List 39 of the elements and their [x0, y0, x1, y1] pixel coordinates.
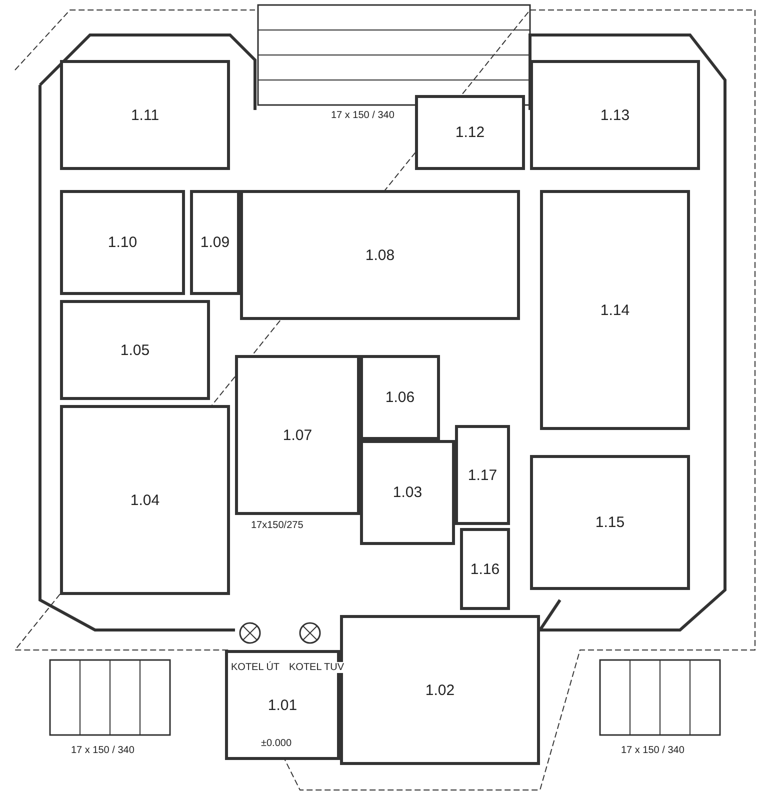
room-number: 1.10 [108, 234, 138, 251]
room-outline [415, 95, 525, 170]
room-outline [60, 405, 230, 595]
room-outline [530, 455, 690, 590]
room-number: 1.15 [595, 514, 625, 531]
plan-note: 17 x 150 / 340 [330, 110, 396, 121]
room-number: 1.14 [600, 302, 630, 318]
room-outline [60, 190, 185, 295]
room-number: 1.01 [268, 696, 298, 714]
room-number: 1.07 [282, 426, 312, 444]
room-outline [455, 425, 510, 525]
room-outline [360, 355, 440, 440]
plan-note: KOTEL TUV [288, 662, 346, 673]
plan-note: 17 x 150 / 340 [70, 745, 136, 756]
room-number: 1.13 [600, 106, 630, 124]
room-outline [540, 190, 690, 430]
plan-note: ±0.000 [260, 738, 293, 749]
room-outline [190, 190, 240, 295]
plan-note: KOTEL ÚT [230, 662, 281, 673]
room-number: 1.12 [455, 124, 485, 141]
room-outline [235, 355, 360, 515]
room-outline [360, 440, 455, 545]
room-number: 1.04 [130, 492, 160, 508]
room-outline [240, 190, 520, 320]
room-number: 1.03 [392, 484, 422, 501]
room-number: 1.08 [365, 246, 395, 264]
room-number: 1.05 [120, 342, 150, 358]
room-number: 1.09 [200, 234, 230, 251]
room-outline [530, 60, 700, 170]
room-outline [460, 528, 510, 610]
room-outline [60, 60, 230, 170]
plan-note: 17 x 150 / 340 [620, 745, 686, 756]
plan-note: 17x150/275 [250, 520, 304, 531]
room-number: 1.16 [470, 560, 500, 578]
room-outline [60, 300, 210, 400]
room-number: 1.17 [468, 466, 498, 484]
room-number: 1.02 [425, 682, 455, 698]
room-number: 1.06 [385, 389, 415, 406]
room-number: 1.11 [130, 106, 160, 124]
